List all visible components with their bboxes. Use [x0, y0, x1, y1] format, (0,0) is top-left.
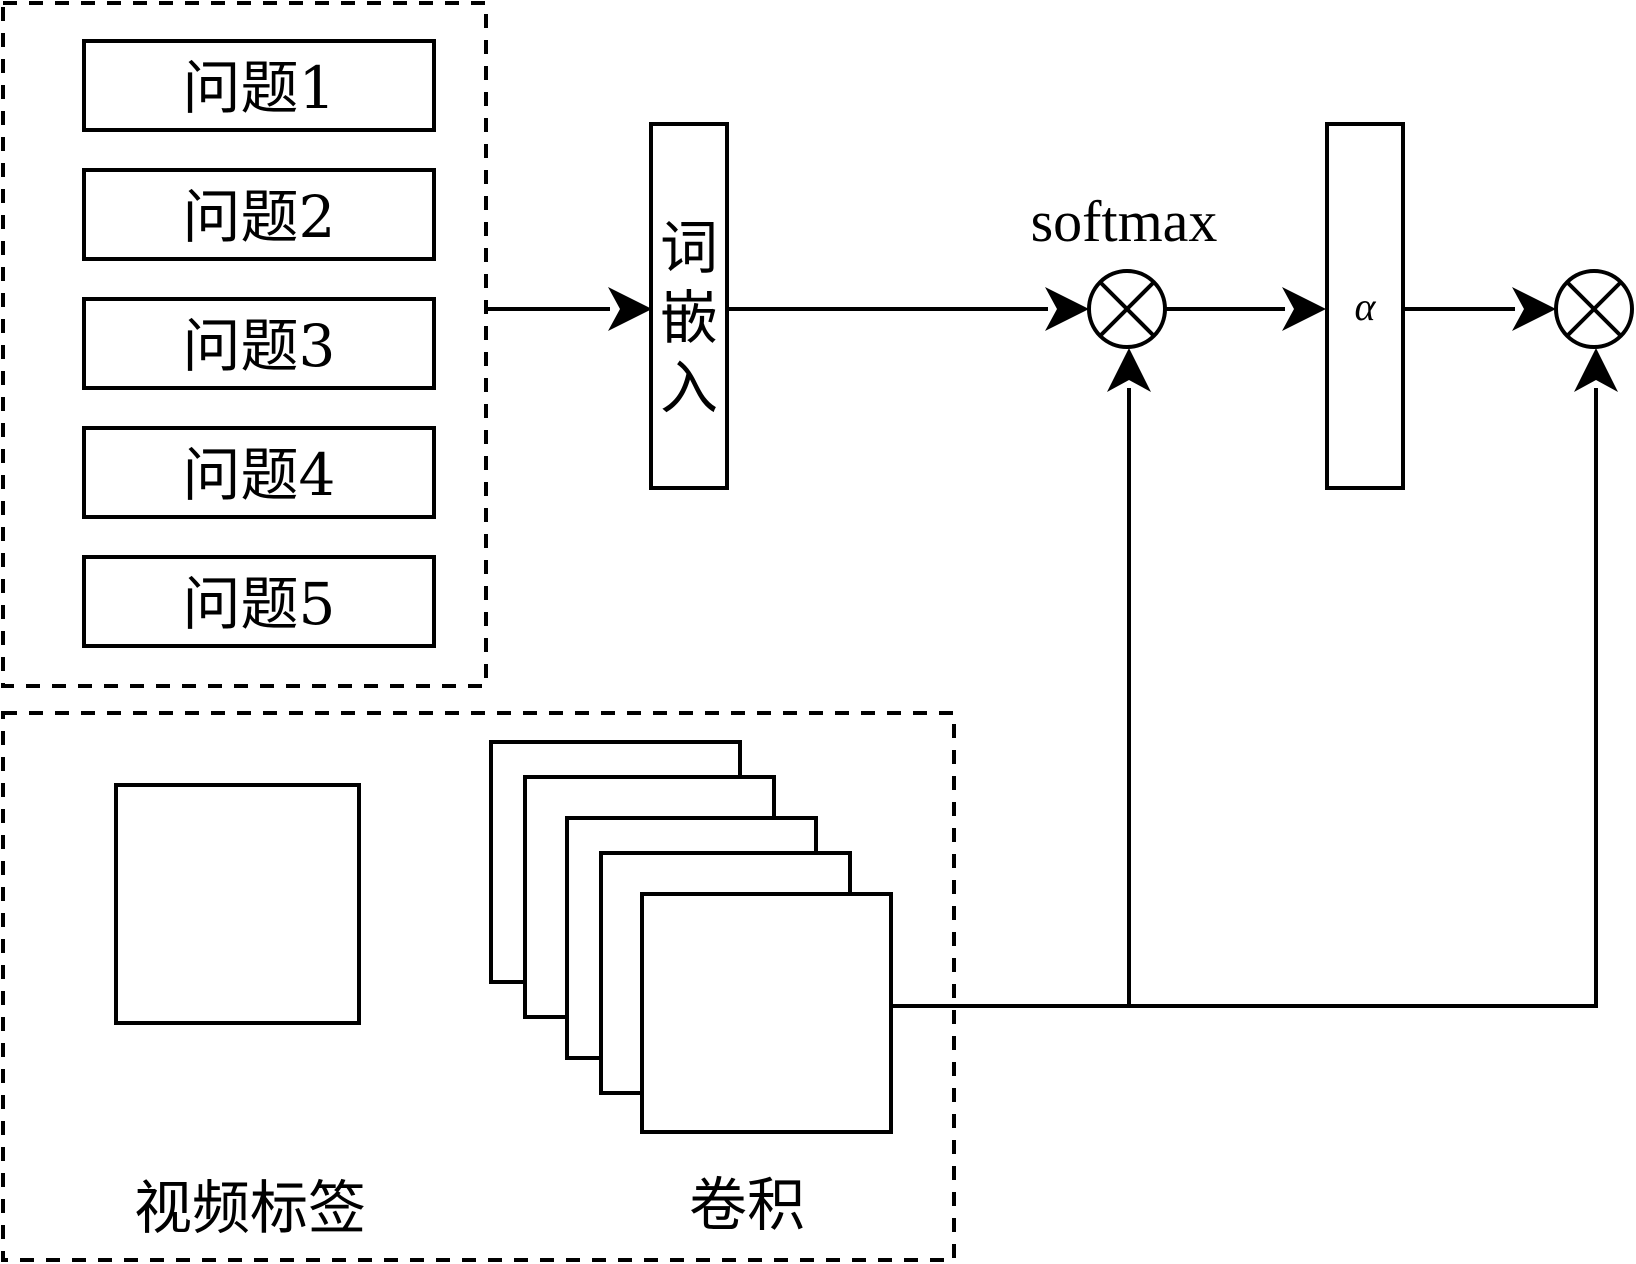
embedding-char-2: 嵌: [660, 284, 718, 352]
question-box-5: [82, 555, 436, 648]
conv-caption: 卷积: [689, 1171, 805, 1239]
question-label-3: 问题3: [183, 312, 336, 380]
multiply-icon: [1554, 269, 1634, 349]
softmax-label: softmax: [1031, 189, 1218, 254]
arrow-alpha-to-output: [1405, 287, 1556, 331]
embedding-char-1: 词: [660, 214, 718, 282]
embedding-char-3: 入: [660, 354, 718, 422]
question-box-4: [82, 426, 436, 519]
question-label-2: 问题2: [183, 183, 336, 251]
alpha-block: α: [1325, 122, 1405, 490]
arrow-questions-to-embedding: [488, 287, 652, 331]
arrow-softmax-to-alpha: [1165, 287, 1326, 331]
video-label-frame: [114, 783, 361, 1025]
question-box-1: [82, 39, 436, 132]
alpha-label: α: [1355, 284, 1377, 329]
embedding-box: [649, 122, 729, 490]
question-box-3: [82, 297, 436, 390]
arrow-embedding-to-softmax: [729, 287, 1089, 331]
question-group-border: [1, 1, 488, 688]
question-box-2: [82, 168, 436, 261]
conv-feature-map-5: [640, 892, 893, 1134]
embedding-block: 词 嵌 入: [649, 122, 729, 490]
conv-output-connector: [893, 348, 1618, 1008]
question-label-4: 问题4: [183, 441, 336, 509]
question-group: 问题1 问题2 问题3 问题4 问题5: [1, 1, 488, 688]
question-label-5: 问题5: [183, 570, 336, 638]
video-group: 视频标签 卷积: [1, 711, 956, 1262]
alpha-box: [1325, 122, 1405, 490]
video-label-caption: 视频标签: [134, 1174, 366, 1242]
question-label-1: 问题1: [183, 54, 336, 122]
video-group-border: [1, 711, 956, 1262]
multiply-icon: [1087, 269, 1167, 349]
